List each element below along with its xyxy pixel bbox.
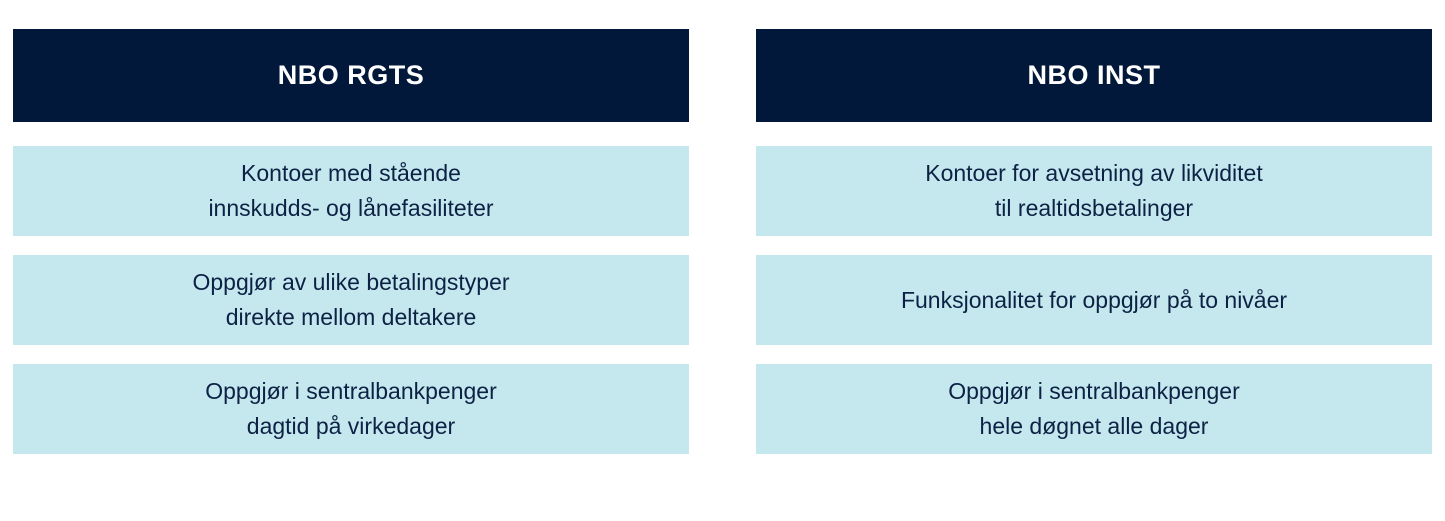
info-box: Kontoer for avsetning av likviditet til … — [756, 146, 1432, 236]
info-box-line: til realtidsbetalinger — [994, 195, 1194, 221]
info-box-line: direkte mellom deltakere — [225, 304, 477, 330]
column-title: NBO RGTS — [277, 60, 425, 90]
info-box-line: Kontoer med stående — [241, 160, 461, 186]
info-box-line: innskudds- og lånefasiliteter — [208, 195, 494, 221]
info-box: Oppgjør i sentralbankpenger dagtid på vi… — [13, 364, 689, 454]
column-header-nbo-rgts: NBO RGTS — [13, 29, 689, 122]
column-header-nbo-inst: NBO INST — [756, 29, 1432, 122]
column-title: NBO INST — [1027, 60, 1161, 90]
info-box-line: Oppgjør i sentralbankpenger — [205, 378, 497, 404]
info-box-line: Funksjonalitet for oppgjør på to nivåer — [900, 286, 1288, 313]
column-nbo-rgts: NBO RGTS Kontoer med stående innskudds- … — [13, 29, 689, 454]
info-box-line: dagtid på virkedager — [246, 413, 456, 439]
info-box-line: hele døgnet alle dager — [979, 413, 1209, 439]
info-box: Oppgjør i sentralbankpenger hele døgnet … — [756, 364, 1432, 454]
diagram-columns: NBO RGTS Kontoer med stående innskudds- … — [13, 29, 1432, 454]
info-box-line: Oppgjør av ulike betalingstyper — [192, 269, 510, 295]
info-box: Oppgjør av ulike betalingstyper direkte … — [13, 255, 689, 345]
info-box: Kontoer med stående innskudds- og lånefa… — [13, 146, 689, 236]
column-nbo-inst: NBO INST Kontoer for avsetning av likvid… — [756, 29, 1432, 454]
info-box: Funksjonalitet for oppgjør på to nivåer — [756, 255, 1432, 345]
info-box-line: Oppgjør i sentralbankpenger — [948, 378, 1240, 404]
info-box-line: Kontoer for avsetning av likviditet — [925, 160, 1263, 186]
